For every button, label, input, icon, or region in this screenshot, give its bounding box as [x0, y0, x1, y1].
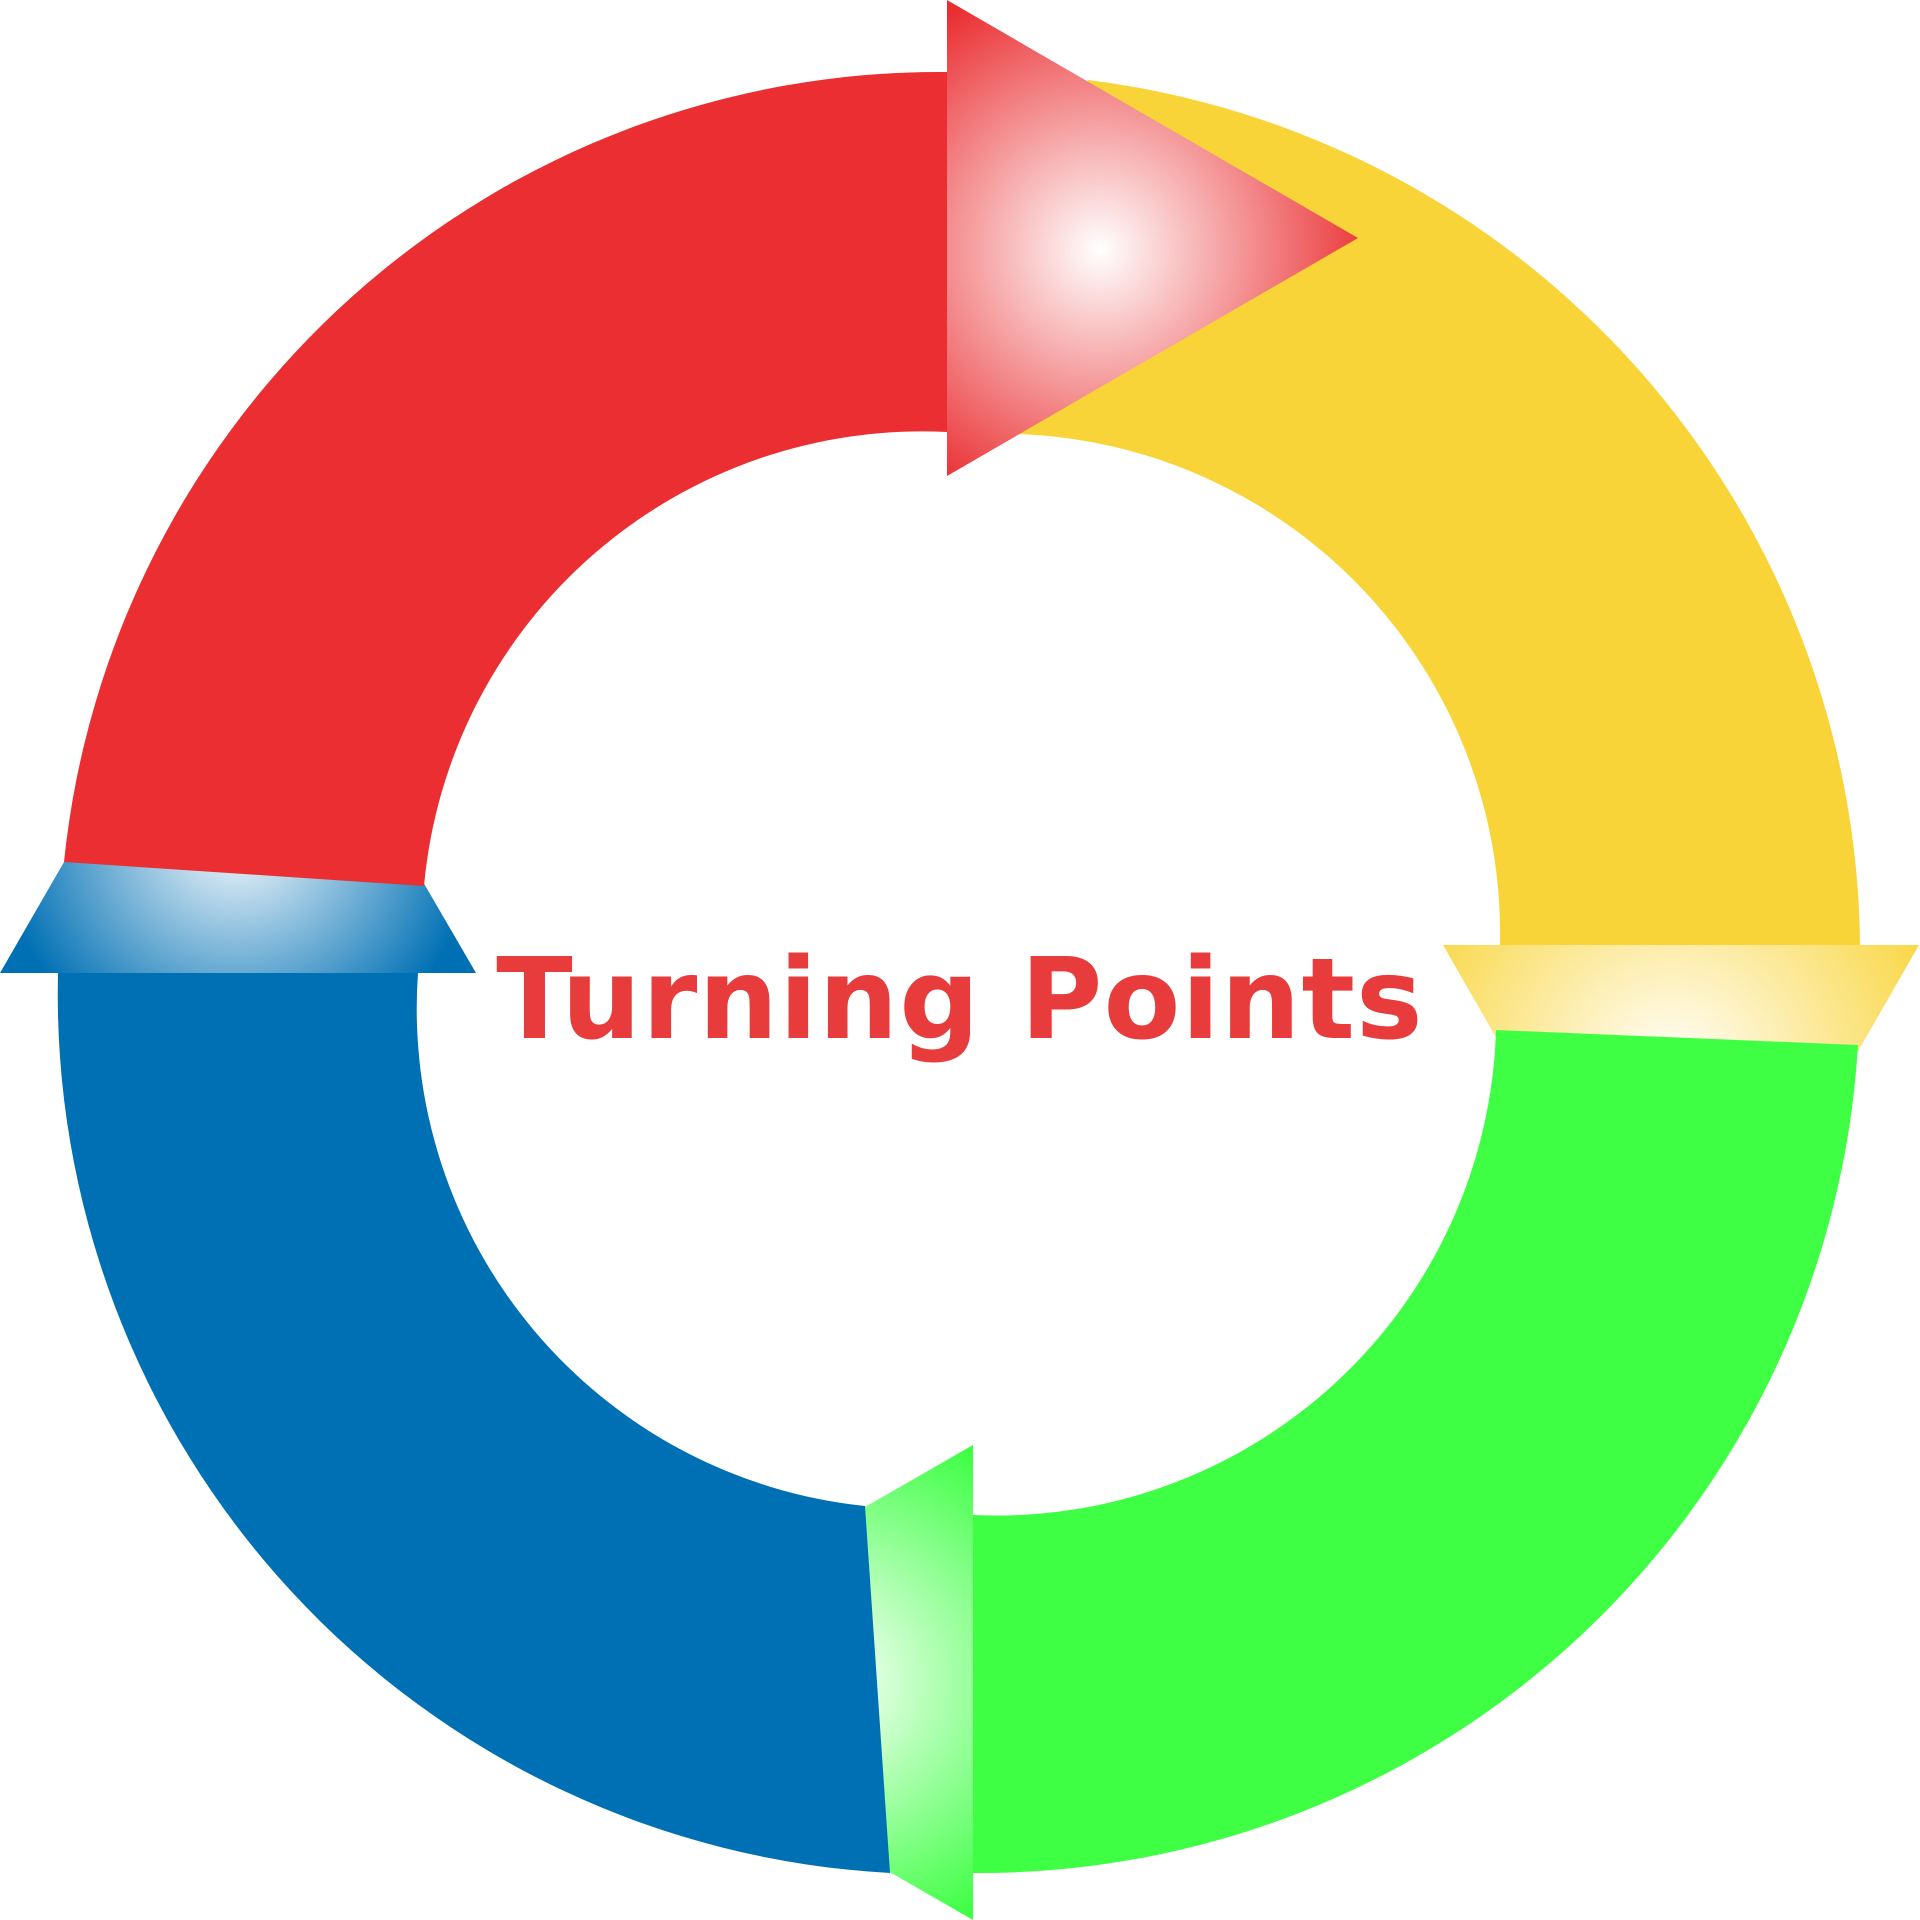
blue-arrow-body — [57, 973, 891, 1873]
red-arrow-head — [947, 0, 1358, 476]
red-arrow-body — [64, 71, 947, 886]
diagram-title: Turning Points — [496, 935, 1423, 1065]
green-arrow-body — [973, 1030, 1858, 1874]
